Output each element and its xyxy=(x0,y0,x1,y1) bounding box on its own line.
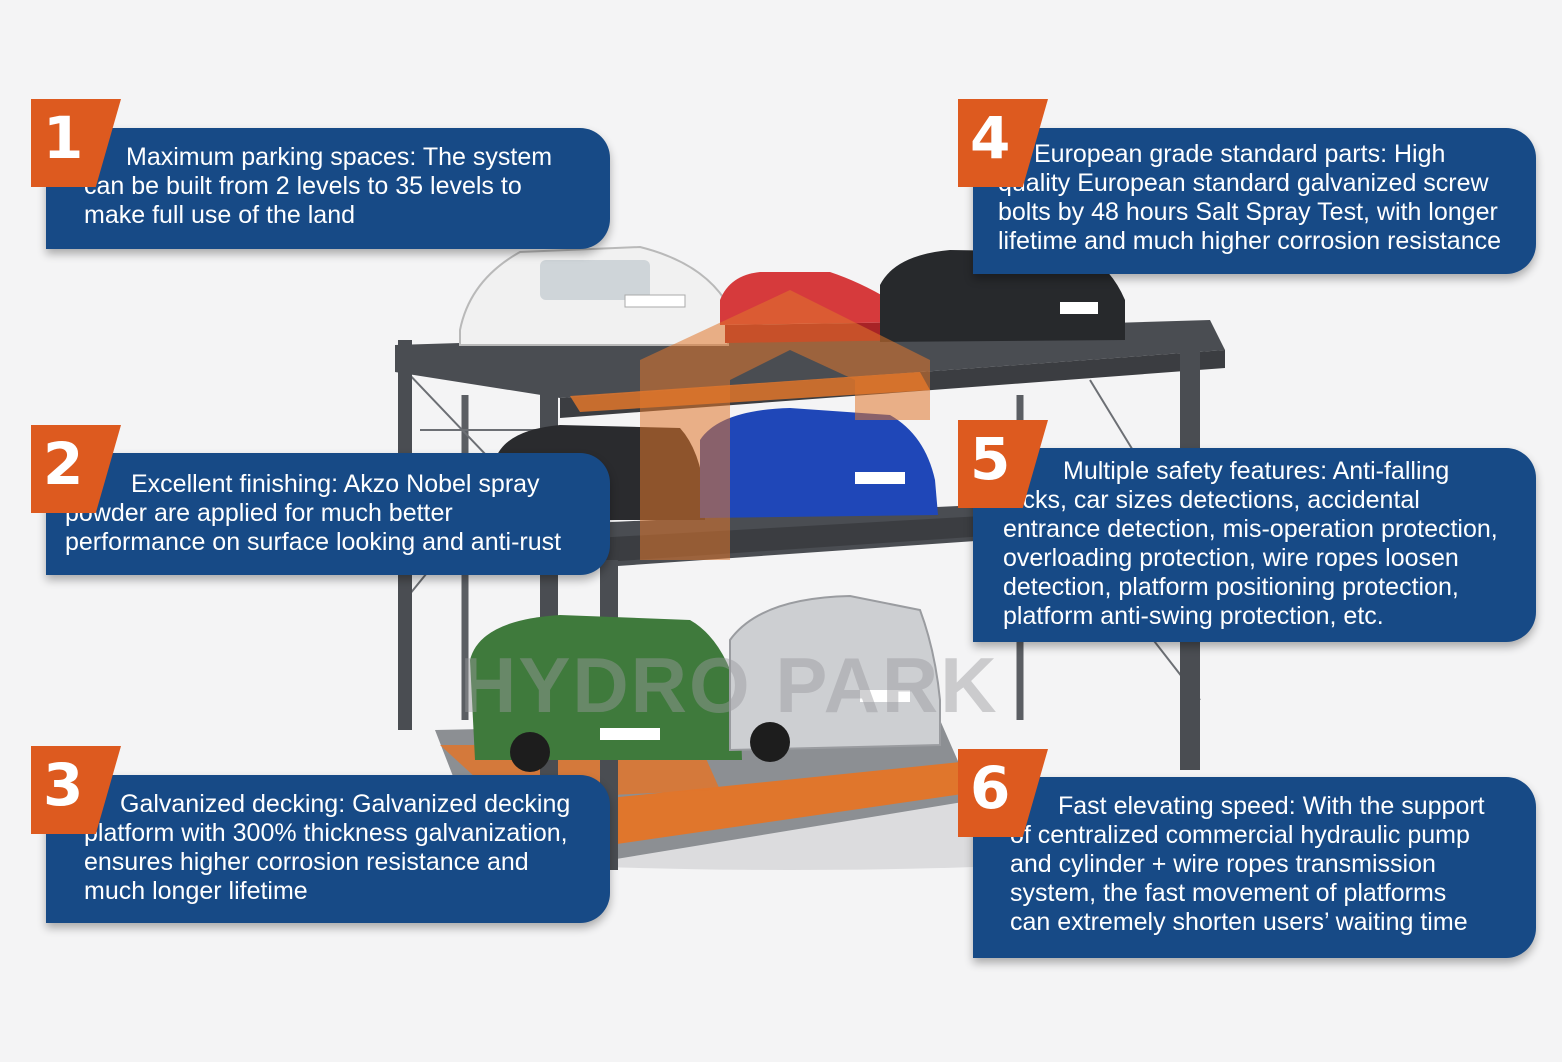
number-badge: 2 xyxy=(31,425,121,513)
feature-text: Excellent finishing: Akzo Nobel spray po… xyxy=(65,470,562,556)
feature-panel xyxy=(973,128,1536,274)
number-badge: 6 xyxy=(958,749,1048,837)
watermark-text: HYDRO PARK xyxy=(460,641,999,729)
feature-number: 1 xyxy=(43,104,84,172)
feature-number: 3 xyxy=(43,751,84,819)
car-middle-blue xyxy=(700,408,938,518)
feature-number: 5 xyxy=(970,425,1011,493)
watermark-logo xyxy=(640,290,930,560)
feature-panel xyxy=(973,777,1536,958)
feature-text: Fast elevating speed: With the support o… xyxy=(1010,792,1485,936)
car-ground-green xyxy=(470,615,742,772)
feature-panel xyxy=(973,448,1536,642)
feature-text: Multiple safety features: Anti-falling l… xyxy=(1003,457,1498,630)
feature-text: Galvanized decking: Galvanized decking p… xyxy=(84,790,571,905)
feature-text: Maximum parking spaces: The system can b… xyxy=(84,143,553,229)
feature-panel xyxy=(46,775,610,923)
car-top-left-white xyxy=(459,245,730,346)
feature-text: European grade standard parts: High qual… xyxy=(998,140,1502,255)
feature-panel xyxy=(46,128,610,249)
feature-number: 4 xyxy=(970,104,1011,172)
car-ground-silver xyxy=(729,594,941,762)
feature-number: 2 xyxy=(43,430,84,498)
feature-panel xyxy=(46,453,610,575)
feature-number: 6 xyxy=(970,754,1011,822)
